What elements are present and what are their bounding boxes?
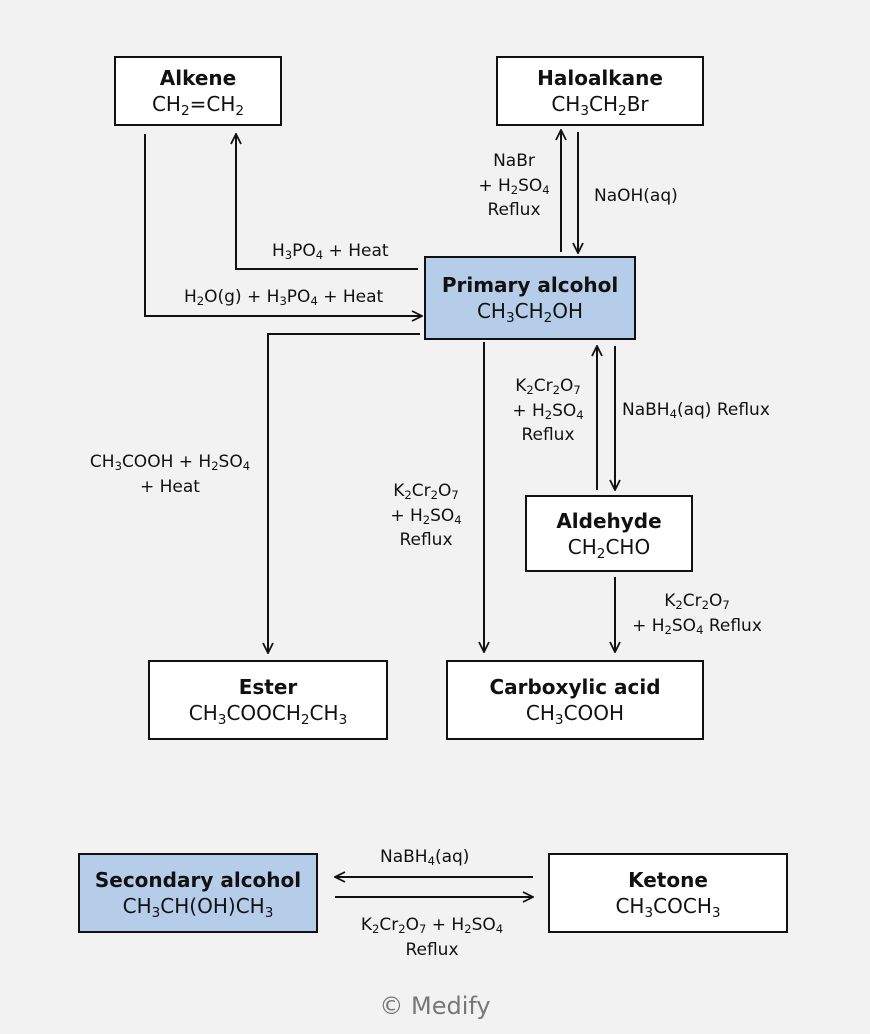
node-ester: Ester CH3COOCH2CH3 xyxy=(148,660,388,740)
node-ester-title: Ester xyxy=(238,675,298,699)
node-primary-alcohol: Primary alcohol CH3CH2OH xyxy=(424,256,636,340)
node-alkene-formula: CH2=CH2 xyxy=(151,92,245,119)
node-secondary-alcohol-formula: CH3CH(OH)CH3 xyxy=(122,894,274,921)
node-haloalkane-formula: CH3CH2Br xyxy=(551,92,649,119)
label-haloalkane-to-alcohol: NaOH(aq) xyxy=(594,186,678,206)
node-ketone-title: Ketone xyxy=(628,868,708,892)
node-ester-formula: CH3COOCH2CH3 xyxy=(188,701,348,728)
node-primary-alcohol-title: Primary alcohol xyxy=(441,273,619,297)
node-alkene-title: Alkene xyxy=(159,66,237,90)
label-aldehyde-to-acid: K2Cr2O7+ H2SO4 Reflux xyxy=(632,591,762,637)
node-secondary-alcohol-title: Secondary alcohol xyxy=(94,868,302,892)
label-alcohol-to-aldehyde: NaBH4(aq) Reflux xyxy=(622,400,770,422)
node-ketone: Ketone CH3COCH3 xyxy=(548,853,788,933)
node-secondary-alcohol: Secondary alcohol CH3CH(OH)CH3 xyxy=(78,853,318,933)
node-alkene: Alkene CH2=CH2 xyxy=(114,56,282,126)
label-alkene-to-alcohol: H2O(g) + H3PO4 + Heat xyxy=(184,287,384,309)
label-ketone-to-secondary: NaBH4(aq) xyxy=(380,847,470,869)
node-haloalkane: Haloalkane CH3CH2Br xyxy=(496,56,704,126)
node-aldehyde-title: Aldehyde xyxy=(556,508,662,533)
label-alcohol-to-alkene: H3PO4 + Heat xyxy=(272,241,389,263)
node-carboxylic-acid: Carboxylic acid CH3COOH xyxy=(446,660,704,740)
arrow-alkene-to-alcohol xyxy=(144,134,422,316)
node-ketone-formula: CH3COCH3 xyxy=(615,894,721,921)
node-primary-alcohol-formula: CH3CH2OH xyxy=(476,299,584,326)
node-aldehyde: Aldehyde CH2CHO xyxy=(525,495,693,572)
node-aldehyde-formula: CH2CHO xyxy=(567,534,651,562)
arrow-alcohol-to-ester xyxy=(268,333,420,653)
label-alcohol-to-ester: CH3COOH + H2SO4+ Heat xyxy=(89,452,251,497)
node-haloalkane-title: Haloalkane xyxy=(537,66,663,90)
copyright-footer: © Medify xyxy=(379,992,491,1020)
node-carboxylic-acid-formula: CH3COOH xyxy=(525,701,625,728)
node-carboxylic-acid-title: Carboxylic acid xyxy=(489,675,661,699)
arrow-alcohol-to-alkene xyxy=(236,134,418,270)
